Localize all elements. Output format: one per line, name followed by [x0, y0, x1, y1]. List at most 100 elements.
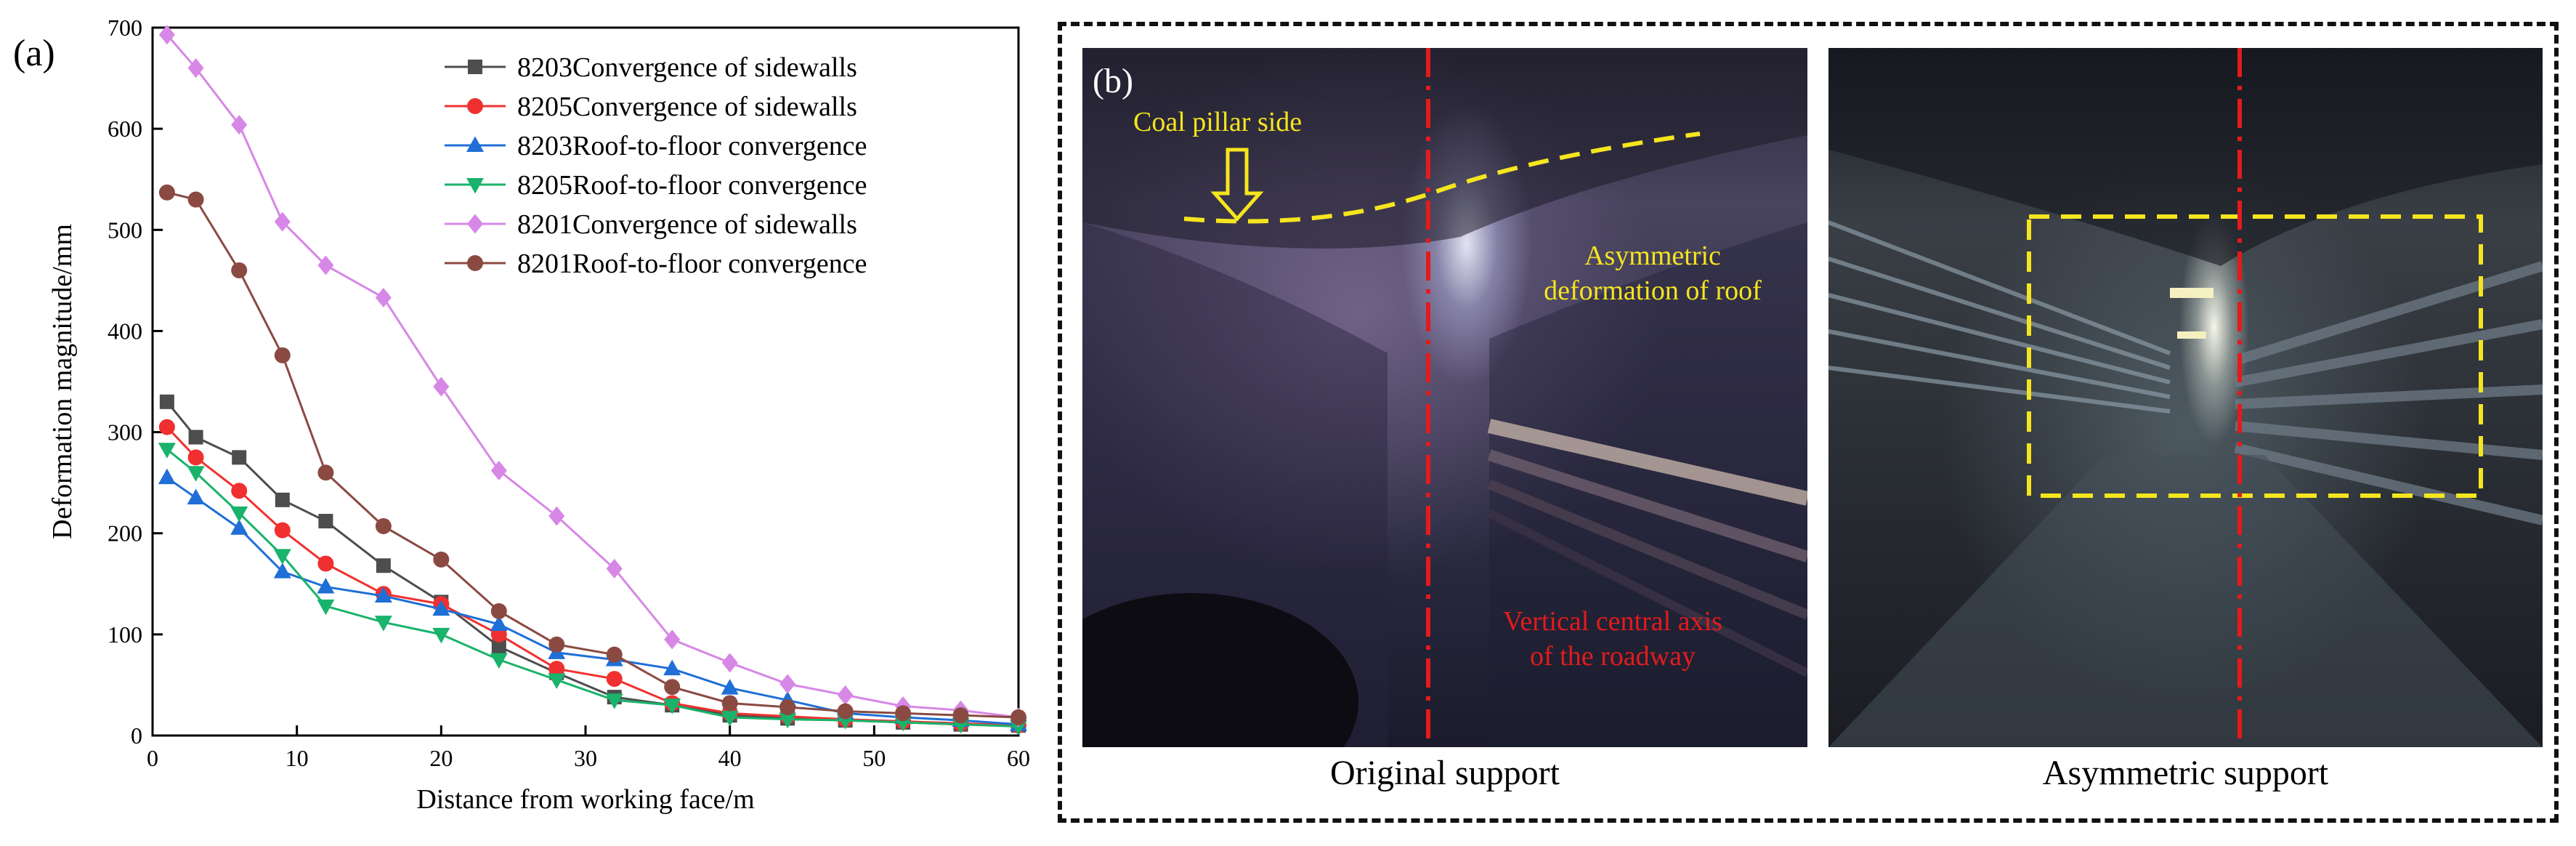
data-point	[274, 212, 291, 232]
data-point	[273, 563, 291, 579]
data-point	[158, 443, 176, 459]
legend-item: 8203Convergence of sidewalls	[445, 52, 857, 83]
data-point	[548, 636, 565, 653]
series-layer	[158, 25, 1027, 736]
data-point	[274, 522, 291, 539]
data-point	[374, 616, 392, 632]
data-point	[231, 262, 248, 278]
legend-label: 8203Roof-to-floor convergence	[517, 131, 867, 161]
legend-label: 8201Roof-to-floor convergence	[517, 249, 867, 279]
data-point	[432, 600, 450, 616]
data-point	[231, 115, 248, 135]
coal-pillar-label: Coal pillar side	[1133, 107, 1303, 137]
legend-marker	[467, 255, 483, 271]
data-point	[548, 673, 566, 689]
legend-item: 8205Roof-to-floor convergence	[445, 170, 867, 201]
asym-label-line2: deformation of roof	[1544, 275, 1762, 306]
data-point	[721, 679, 739, 695]
y-tick-label: 100	[108, 621, 142, 648]
data-point	[376, 558, 391, 573]
legend-marker	[468, 60, 482, 74]
legend-item: 8205Convergence of sidewalls	[445, 92, 857, 122]
data-point	[605, 693, 623, 709]
data-point	[230, 506, 248, 523]
data-point	[779, 674, 796, 694]
data-point	[374, 587, 392, 603]
panel-b-label: (b)	[1093, 62, 1133, 100]
data-point	[837, 685, 854, 705]
data-point	[606, 558, 623, 579]
x-tick-label: 50	[862, 745, 886, 771]
axis-label-line2: of the roadway	[1530, 641, 1696, 672]
data-point	[274, 347, 291, 363]
panel-a-label: (a)	[13, 33, 55, 74]
data-point	[232, 450, 247, 465]
data-point	[187, 466, 205, 482]
data-point	[663, 659, 681, 676]
x-axis-label: Distance from working face/m	[416, 784, 754, 815]
y-tick-label: 400	[108, 318, 142, 344]
data-point	[721, 695, 738, 712]
x-tick-label: 30	[574, 745, 597, 771]
data-point	[317, 464, 334, 481]
data-point	[187, 191, 204, 208]
x-tick-label: 60	[1007, 745, 1030, 771]
central-axis-label: Vertical central axis of the roadway	[1431, 604, 1794, 674]
caption-asymmetric-support: Asymmetric support	[2042, 754, 2329, 792]
legend-marker	[466, 178, 484, 194]
data-point	[158, 184, 175, 201]
asymmetric-deformation-label: Asymmetric deformation of roof	[1515, 238, 1791, 308]
x-tick-label: 10	[285, 745, 309, 771]
legend-item: 8201Roof-to-floor convergence	[445, 249, 867, 279]
y-tick-label: 200	[108, 520, 142, 547]
data-point	[187, 488, 205, 505]
data-point	[663, 698, 681, 714]
data-point	[317, 577, 335, 594]
data-point	[721, 653, 738, 673]
data-point	[548, 506, 565, 526]
series-line	[166, 448, 1019, 728]
data-point	[491, 639, 506, 654]
data-point	[433, 551, 450, 568]
caption-original-support: Original support	[1330, 754, 1560, 792]
data-point	[664, 679, 681, 696]
data-point	[952, 707, 969, 724]
asym-label-line1: Asymmetric	[1584, 241, 1721, 271]
data-point	[317, 255, 334, 275]
data-point	[230, 519, 248, 535]
data-point	[606, 646, 623, 663]
legend-item: 8203Roof-to-floor convergence	[445, 131, 867, 161]
axis-label-line1: Vertical central axis	[1503, 606, 1722, 637]
data-point	[779, 699, 796, 716]
data-point	[490, 460, 507, 480]
data-point	[317, 599, 335, 616]
data-point	[664, 629, 681, 650]
data-point	[606, 671, 623, 688]
data-point	[490, 603, 507, 619]
asymmetric-support-photo	[1828, 48, 2543, 747]
legend-marker	[467, 98, 483, 114]
data-point	[187, 58, 204, 78]
photo-panel: (b) Coal pillar side Asymmetric deformat…	[1058, 22, 2559, 823]
y-tick-label: 0	[131, 722, 142, 749]
data-point	[188, 430, 203, 445]
data-point	[275, 492, 290, 507]
data-point	[1010, 709, 1026, 725]
x-tick-label: 0	[147, 745, 158, 771]
series-6	[158, 184, 1026, 725]
data-point	[548, 661, 565, 677]
legend: 8203Convergence of sidewalls 8205Converge…	[445, 52, 867, 279]
y-tick-label: 600	[108, 116, 142, 142]
data-point	[158, 25, 175, 45]
legend-label: 8201Convergence of sidewalls	[517, 209, 857, 240]
data-point	[375, 517, 392, 534]
y-tick-label: 500	[108, 217, 142, 243]
x-tick-label: 20	[429, 745, 453, 771]
data-point	[895, 705, 912, 722]
legend-marker	[467, 214, 483, 234]
y-tick-label: 300	[108, 419, 142, 446]
x-tick-label: 40	[718, 745, 742, 771]
data-point	[375, 288, 392, 308]
